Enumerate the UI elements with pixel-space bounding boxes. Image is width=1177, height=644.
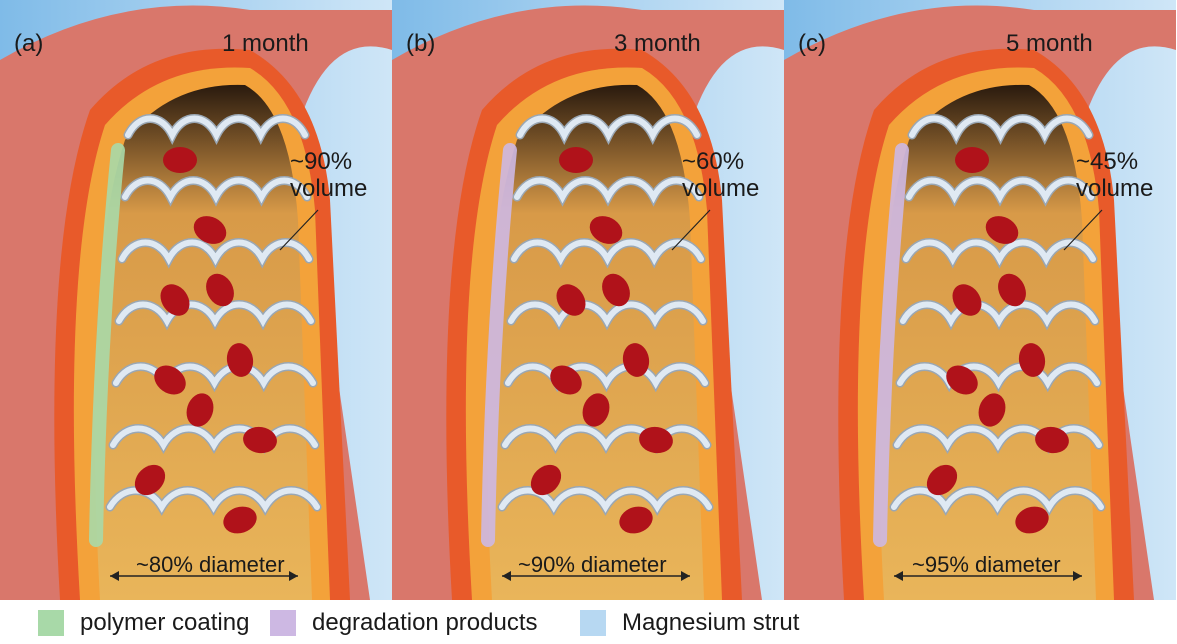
legend-label: polymer coating (80, 609, 249, 637)
volume-word: volume (682, 175, 759, 202)
stent-degradation-figure: (a) 1 month ~90% volume ~80% diameter (b… (0, 0, 1177, 600)
panel-b: (b) 3 month ~60% volume ~90% diameter (392, 0, 784, 600)
volume-annotation: ~90% volume (290, 148, 367, 202)
vessel-illustration-a (0, 0, 392, 600)
legend-item-magnesium: Magnesium strut (580, 608, 799, 638)
vessel-illustration-c (784, 0, 1176, 600)
diameter-annotation: ~80% diameter (136, 552, 285, 578)
panel-label: (b) (406, 30, 435, 58)
legend-item-degradation: degradation products (270, 608, 538, 638)
volume-annotation: ~60% volume (682, 148, 759, 202)
volume-percent: ~45% (1076, 148, 1153, 175)
diameter-annotation: ~90% diameter (518, 552, 667, 578)
volume-word: volume (1076, 175, 1153, 202)
blood-cell (163, 147, 197, 173)
panel-c: (c) 5 month ~45% volume ~95% diameter (784, 0, 1176, 600)
volume-percent: ~60% (682, 148, 759, 175)
panel-time-label: 3 month (614, 30, 701, 58)
diameter-annotation: ~95% diameter (912, 552, 1061, 578)
legend-swatch (270, 610, 296, 636)
blood-cell (559, 147, 593, 173)
panel-label: (a) (14, 30, 43, 58)
volume-word: volume (290, 175, 367, 202)
volume-annotation: ~45% volume (1076, 148, 1153, 202)
legend-item-polymer: polymer coating (38, 608, 249, 638)
blood-cell (955, 147, 989, 173)
volume-percent: ~90% (290, 148, 367, 175)
legend-label: degradation products (312, 609, 538, 637)
panel-time-label: 1 month (222, 30, 309, 58)
vessel-illustration-b (392, 0, 784, 600)
legend-swatch (580, 610, 606, 636)
legend: polymer coating degradation products Mag… (0, 602, 1177, 644)
panel-label: (c) (798, 30, 826, 58)
vessel-lumen (95, 85, 312, 600)
vessel-lumen (487, 85, 704, 600)
legend-swatch (38, 610, 64, 636)
panel-time-label: 5 month (1006, 30, 1093, 58)
panel-a: (a) 1 month ~90% volume ~80% diameter (0, 0, 392, 600)
legend-label: Magnesium strut (622, 609, 799, 637)
